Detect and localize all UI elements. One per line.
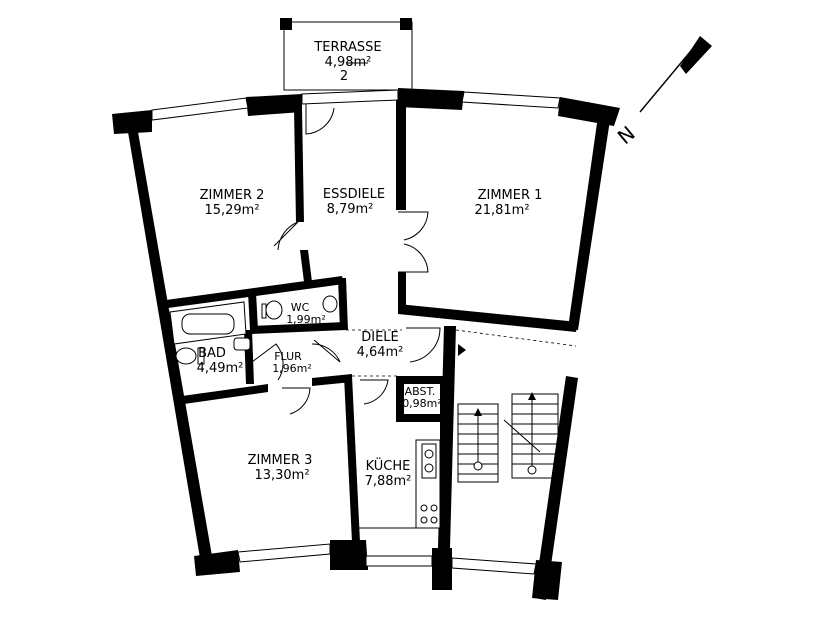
flur-area: 1,96m² [272, 362, 312, 375]
bathtub [169, 301, 247, 345]
windows [151, 89, 561, 575]
zimmer3-area: 13,30m² [254, 468, 309, 483]
dashed-lines [346, 329, 577, 377]
interior-walls [166, 100, 578, 548]
fixtures [169, 295, 441, 529]
terrasse-area: 4,98m² [325, 55, 372, 70]
terrasse-name: TERRASSE [313, 40, 381, 55]
diele-name: DIELE [361, 330, 399, 345]
room-labels: TERRASSE 4,98m² 2 ZIMMER 2 15,29m² ESSDI… [197, 40, 543, 489]
zimmer3-name: ZIMMER 3 [248, 453, 313, 468]
bad-name: BAD [198, 346, 226, 361]
diele-area: 4,64m² [357, 345, 404, 360]
staircase [457, 392, 559, 483]
doors [251, 104, 441, 415]
flur-name: FLUR [274, 350, 302, 363]
north-arrow: N [613, 36, 712, 149]
kitchen-counter [358, 439, 441, 529]
bad-area: 4,49m² [197, 361, 244, 376]
terrace [280, 18, 413, 91]
essdiele-name: ESSDIELE [323, 187, 385, 202]
kueche-area: 7,88m² [365, 474, 412, 489]
terrasse-note: 2 [340, 69, 348, 84]
wc-name: WC [291, 301, 310, 314]
zimmer1-area: 21,81m² [474, 203, 529, 218]
exterior-walls [112, 88, 620, 600]
abst-area: 0,98m² [402, 397, 442, 410]
abst-name: ABST. [405, 385, 436, 398]
sink-bad [233, 337, 251, 351]
north-label: N [613, 121, 640, 149]
zimmer1-name: ZIMMER 1 [478, 188, 543, 203]
sink-wc [322, 295, 338, 313]
entrance-arrow [458, 344, 466, 356]
kueche-name: KÜCHE [366, 457, 411, 474]
zimmer2-name: ZIMMER 2 [200, 188, 265, 203]
toilet-wc [261, 300, 283, 320]
toilet-bad [175, 347, 205, 365]
essdiele-area: 8,79m² [327, 202, 374, 217]
wc-area: 1,99m² [286, 313, 326, 326]
zimmer2-area: 15,29m² [204, 203, 259, 218]
